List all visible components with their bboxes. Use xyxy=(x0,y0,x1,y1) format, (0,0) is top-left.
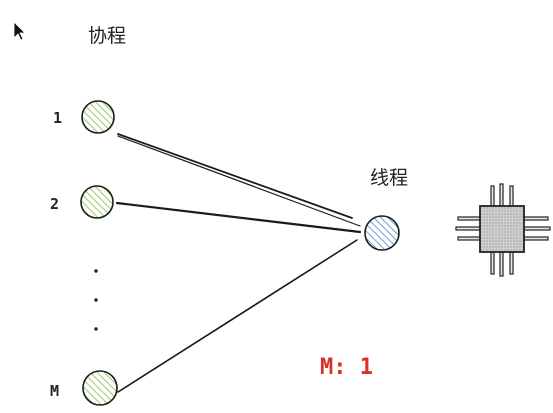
thread-title: 线程 xyxy=(370,167,408,189)
mouse-pointer-icon xyxy=(13,21,26,41)
edge-m-to-thread xyxy=(117,239,358,393)
connection-lines xyxy=(115,133,362,393)
cpu-chip-icon xyxy=(455,183,551,277)
coroutine-node-1: 1 xyxy=(53,100,115,134)
ratio-label: M: 1 xyxy=(320,355,373,380)
node-label-1: 1 xyxy=(53,109,62,127)
coroutine-title: 协程 xyxy=(88,25,126,47)
node-label-2: 2 xyxy=(50,195,59,213)
edge-1-to-thread xyxy=(117,133,353,219)
edge-2-to-thread xyxy=(115,201,362,234)
ellipsis-dots xyxy=(94,269,98,331)
node-label-m: M xyxy=(50,382,59,400)
thread-node xyxy=(364,215,400,251)
coroutine-node-2: 2 xyxy=(50,185,114,219)
edge-1-to-thread-b xyxy=(117,135,361,227)
coroutine-node-m: M xyxy=(50,370,118,406)
